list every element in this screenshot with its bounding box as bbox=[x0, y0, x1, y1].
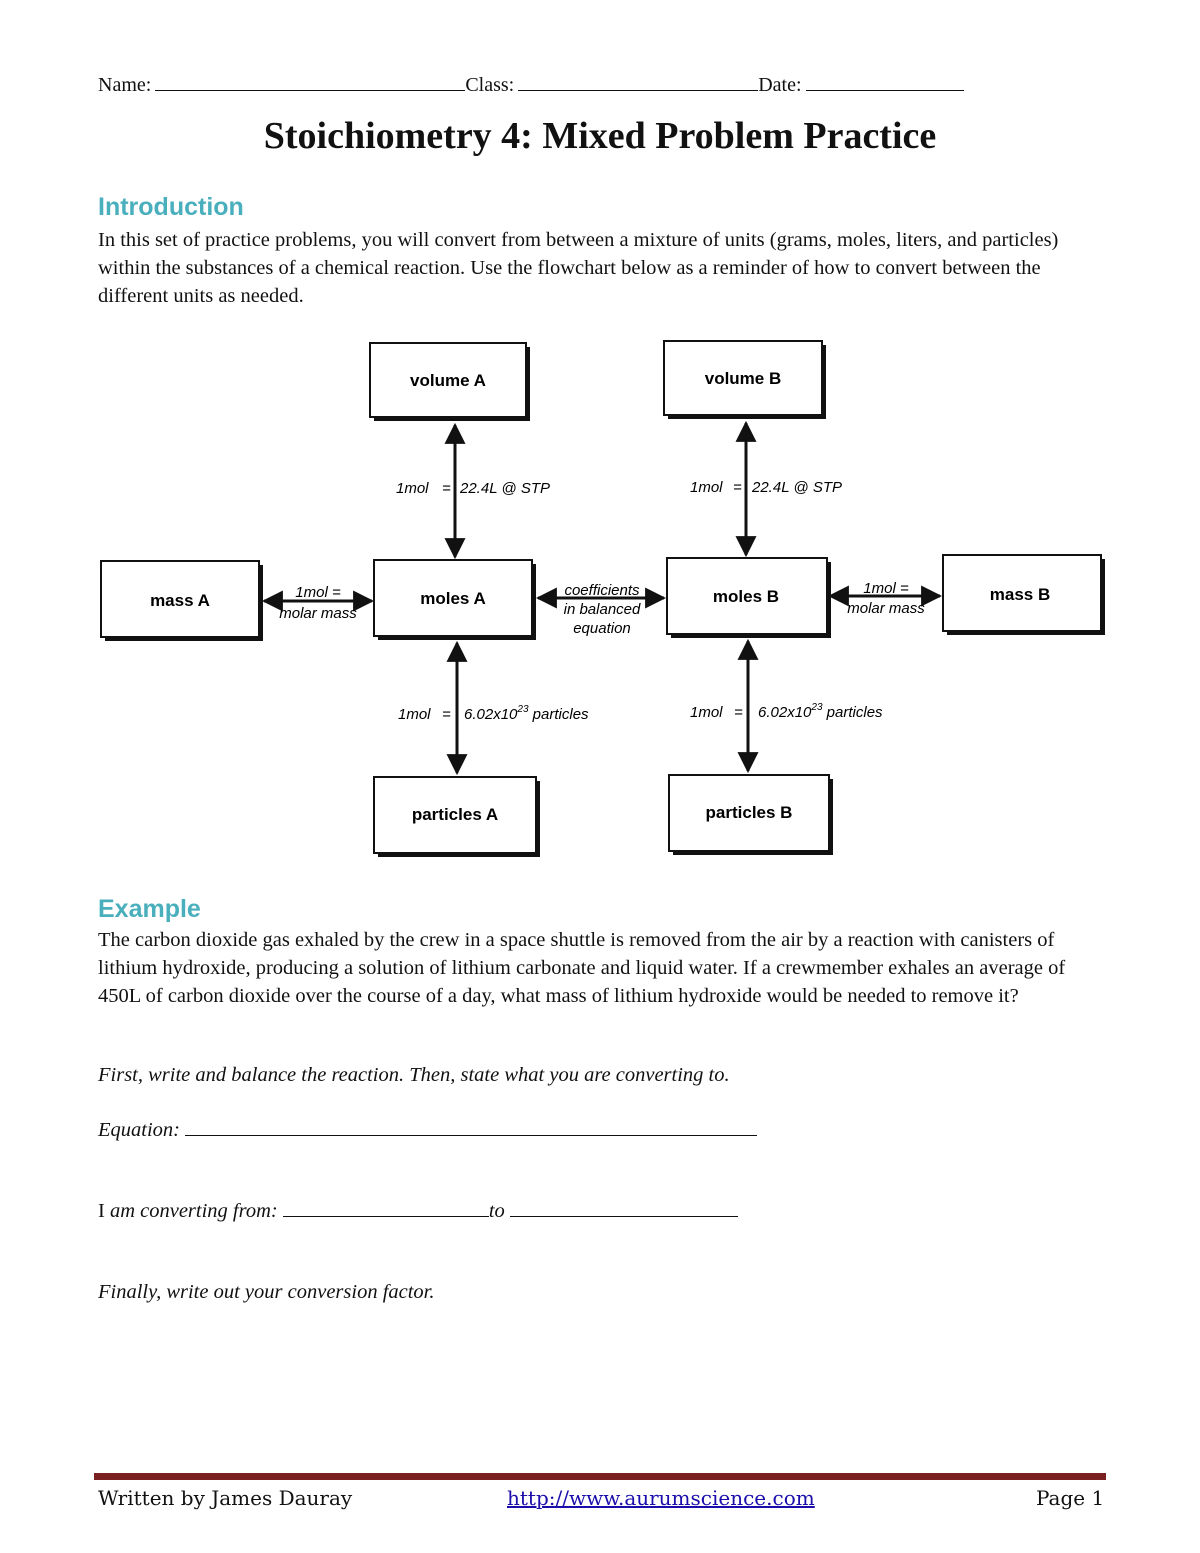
svg-text:=: = bbox=[734, 704, 743, 721]
svg-text:1mol: 1mol bbox=[398, 706, 431, 723]
box-moles-a: moles A bbox=[373, 559, 536, 640]
box-mass-b: mass B bbox=[942, 554, 1105, 635]
svg-text:22.4L @ STP: 22.4L @ STP bbox=[459, 480, 550, 497]
svg-text:moles B: moles B bbox=[713, 587, 779, 606]
name-label: Name: bbox=[98, 74, 152, 96]
svg-text:mass B: mass B bbox=[990, 585, 1050, 604]
intro-heading: Introduction bbox=[98, 193, 244, 221]
label-volume-a: 1mol = 22.4L @ STP bbox=[396, 480, 550, 497]
date-blank[interactable] bbox=[805, 72, 964, 91]
converting-row: I am converting from: to bbox=[98, 1197, 1108, 1225]
converting-from-blank[interactable] bbox=[282, 1198, 489, 1217]
header-fields: Name: Class: Date: bbox=[98, 72, 964, 97]
svg-text:1mol =: 1mol = bbox=[863, 580, 909, 597]
svg-text:mass A: mass A bbox=[150, 591, 210, 610]
class-blank[interactable] bbox=[518, 72, 759, 91]
svg-text:in balanced: in balanced bbox=[564, 601, 641, 618]
box-particles-a: particles A bbox=[373, 776, 540, 857]
label-volume-b: 1mol = 22.4L @ STP bbox=[690, 479, 842, 496]
page-title: Stoichiometry 4: Mixed Problem Practice bbox=[263, 115, 937, 157]
footer-rule bbox=[94, 1473, 1106, 1480]
svg-text:1mol: 1mol bbox=[396, 480, 429, 497]
svg-text:molar mass: molar mass bbox=[847, 600, 925, 617]
svg-text:equation: equation bbox=[573, 620, 631, 637]
svg-text:moles A: moles A bbox=[420, 589, 486, 608]
box-volume-a: volume A bbox=[369, 342, 530, 421]
svg-text:=: = bbox=[442, 706, 451, 723]
label-particles-b: 1mol = 6.02x1023 particles bbox=[690, 702, 883, 721]
svg-text:volume A: volume A bbox=[410, 371, 486, 390]
converting-to-label: to bbox=[488, 1200, 505, 1222]
conversion-flowchart: volume A volume B mass A moles A moles B… bbox=[100, 340, 1105, 857]
box-moles-b: moles B bbox=[666, 557, 831, 638]
svg-text:coefficients: coefficients bbox=[564, 582, 640, 599]
svg-text:6.02x1023 particles: 6.02x1023 particles bbox=[464, 704, 589, 723]
example-text: The carbon dioxide gas exhaled by the cr… bbox=[98, 929, 1066, 1007]
final-instruction: Finally, write out your conversion facto… bbox=[98, 1281, 435, 1303]
svg-text:=: = bbox=[442, 480, 451, 497]
box-mass-a: mass A bbox=[100, 560, 263, 641]
svg-text:1mol: 1mol bbox=[690, 479, 723, 496]
svg-text:particles B: particles B bbox=[706, 803, 793, 822]
intro-text: In this set of practice problems, you wi… bbox=[98, 229, 1059, 307]
example-heading: Example bbox=[98, 895, 201, 923]
svg-text:22.4L @ STP: 22.4L @ STP bbox=[751, 479, 842, 496]
date-label: Date: bbox=[758, 74, 802, 96]
example-instruction: First, write and balance the reaction. T… bbox=[98, 1064, 730, 1086]
svg-text:1mol =: 1mol = bbox=[295, 584, 341, 601]
footer-author: Written by James Dauray bbox=[98, 1486, 353, 1510]
label-mass-b: 1mol = molar mass bbox=[847, 580, 925, 617]
svg-text:6.02x1023 particles: 6.02x1023 particles bbox=[758, 702, 883, 721]
box-particles-b: particles B bbox=[668, 774, 833, 855]
page-number: Page 1 bbox=[1036, 1486, 1105, 1510]
svg-text:volume B: volume B bbox=[705, 369, 782, 388]
box-volume-b: volume B bbox=[663, 340, 826, 419]
converting-to-blank[interactable] bbox=[509, 1198, 738, 1217]
label-mass-a: 1mol = molar mass bbox=[279, 584, 357, 622]
label-coefficients: coefficients in balanced equation bbox=[564, 582, 641, 637]
name-blank[interactable] bbox=[155, 72, 466, 91]
converting-i: I bbox=[98, 1200, 105, 1222]
svg-text:molar mass: molar mass bbox=[279, 605, 357, 622]
equation-label: Equation: bbox=[98, 1119, 180, 1141]
equation-row: Equation: bbox=[98, 1116, 1108, 1144]
converting-from-label: am converting from: bbox=[104, 1200, 278, 1222]
svg-text:1mol: 1mol bbox=[690, 704, 723, 721]
label-particles-a: 1mol = 6.02x1023 particles bbox=[398, 704, 589, 723]
svg-text:=: = bbox=[733, 479, 742, 496]
class-label: Class: bbox=[465, 74, 515, 96]
equation-blank[interactable] bbox=[185, 1117, 758, 1136]
footer-link[interactable]: http://www.aurumscience.com bbox=[507, 1486, 815, 1510]
svg-text:particles A: particles A bbox=[412, 805, 498, 824]
